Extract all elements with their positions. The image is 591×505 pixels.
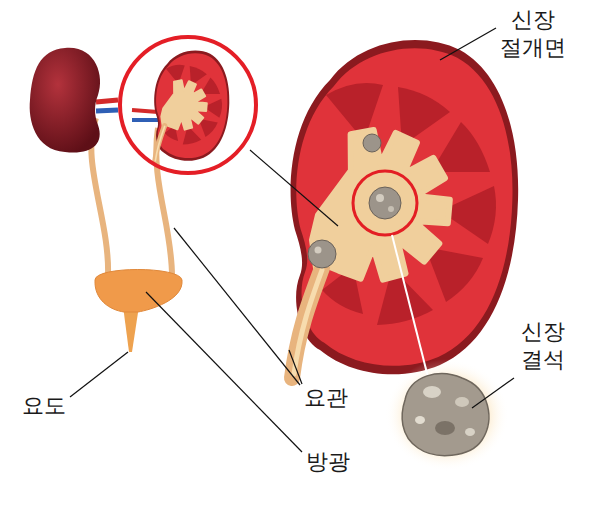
stone-glow — [385, 359, 509, 471]
kidney-stone — [402, 374, 489, 456]
leader-line — [146, 292, 302, 452]
stone-spot — [465, 428, 475, 436]
stone — [363, 134, 381, 152]
stone-spot — [315, 247, 322, 254]
leader-lines — [70, 28, 514, 452]
zoom-line — [392, 235, 430, 385]
part-label: 신장 절개면 — [498, 6, 568, 61]
part-label: 신장 결석 — [508, 318, 578, 373]
kidney — [30, 48, 100, 153]
kidney-section — [291, 40, 519, 378]
stone-spot — [423, 386, 441, 398]
leader-line — [70, 352, 128, 397]
leader-line — [472, 378, 514, 408]
renal-artery — [96, 100, 118, 102]
kidney-section-small — [154, 51, 229, 163]
stone-spot — [388, 206, 394, 212]
highlight-circle — [120, 37, 256, 173]
stone — [369, 187, 401, 219]
stone — [308, 240, 336, 268]
stone-spot — [455, 397, 469, 407]
leader-line — [250, 150, 338, 226]
renal-vein — [96, 110, 118, 111]
stone-spot — [435, 421, 455, 435]
leader-line — [440, 28, 496, 60]
part-label: 요도 — [22, 392, 66, 420]
leader-line — [174, 228, 300, 385]
bladder — [95, 270, 182, 313]
part-label: 방광 — [306, 448, 350, 476]
leader-line — [289, 350, 302, 384]
part-label: 요관 — [304, 384, 348, 412]
renal-vein — [132, 118, 158, 122]
stone-spot — [376, 194, 384, 202]
highlight-circle — [353, 171, 417, 235]
urethra — [123, 306, 139, 352]
stone-spot — [415, 416, 425, 424]
renal-artery — [132, 110, 158, 112]
